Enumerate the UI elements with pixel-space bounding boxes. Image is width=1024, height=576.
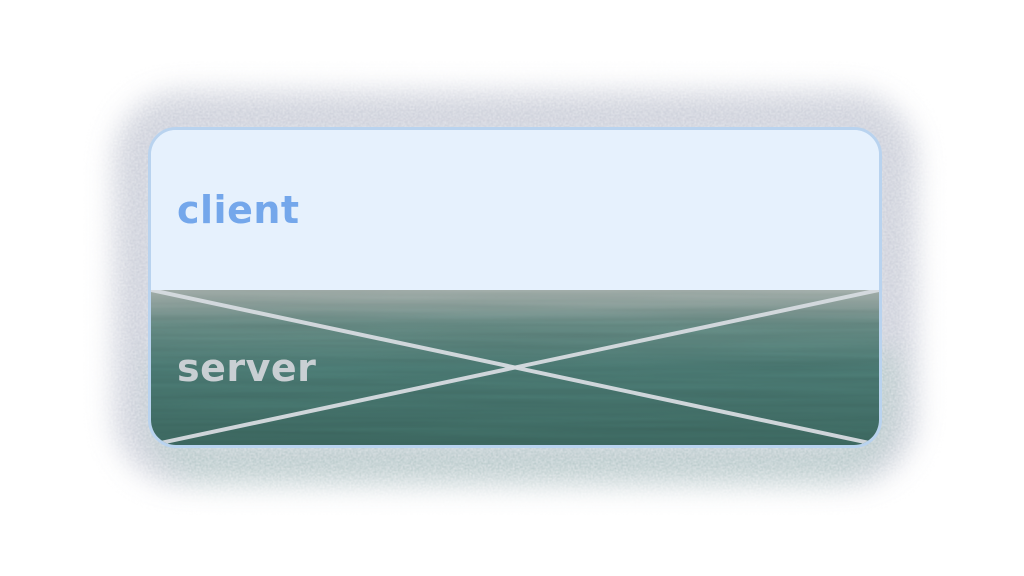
server-label: server xyxy=(177,345,317,390)
client-server-card: client server xyxy=(148,127,882,448)
client-section: client xyxy=(151,130,879,290)
client-label: client xyxy=(177,188,300,232)
server-section: server xyxy=(151,290,879,445)
